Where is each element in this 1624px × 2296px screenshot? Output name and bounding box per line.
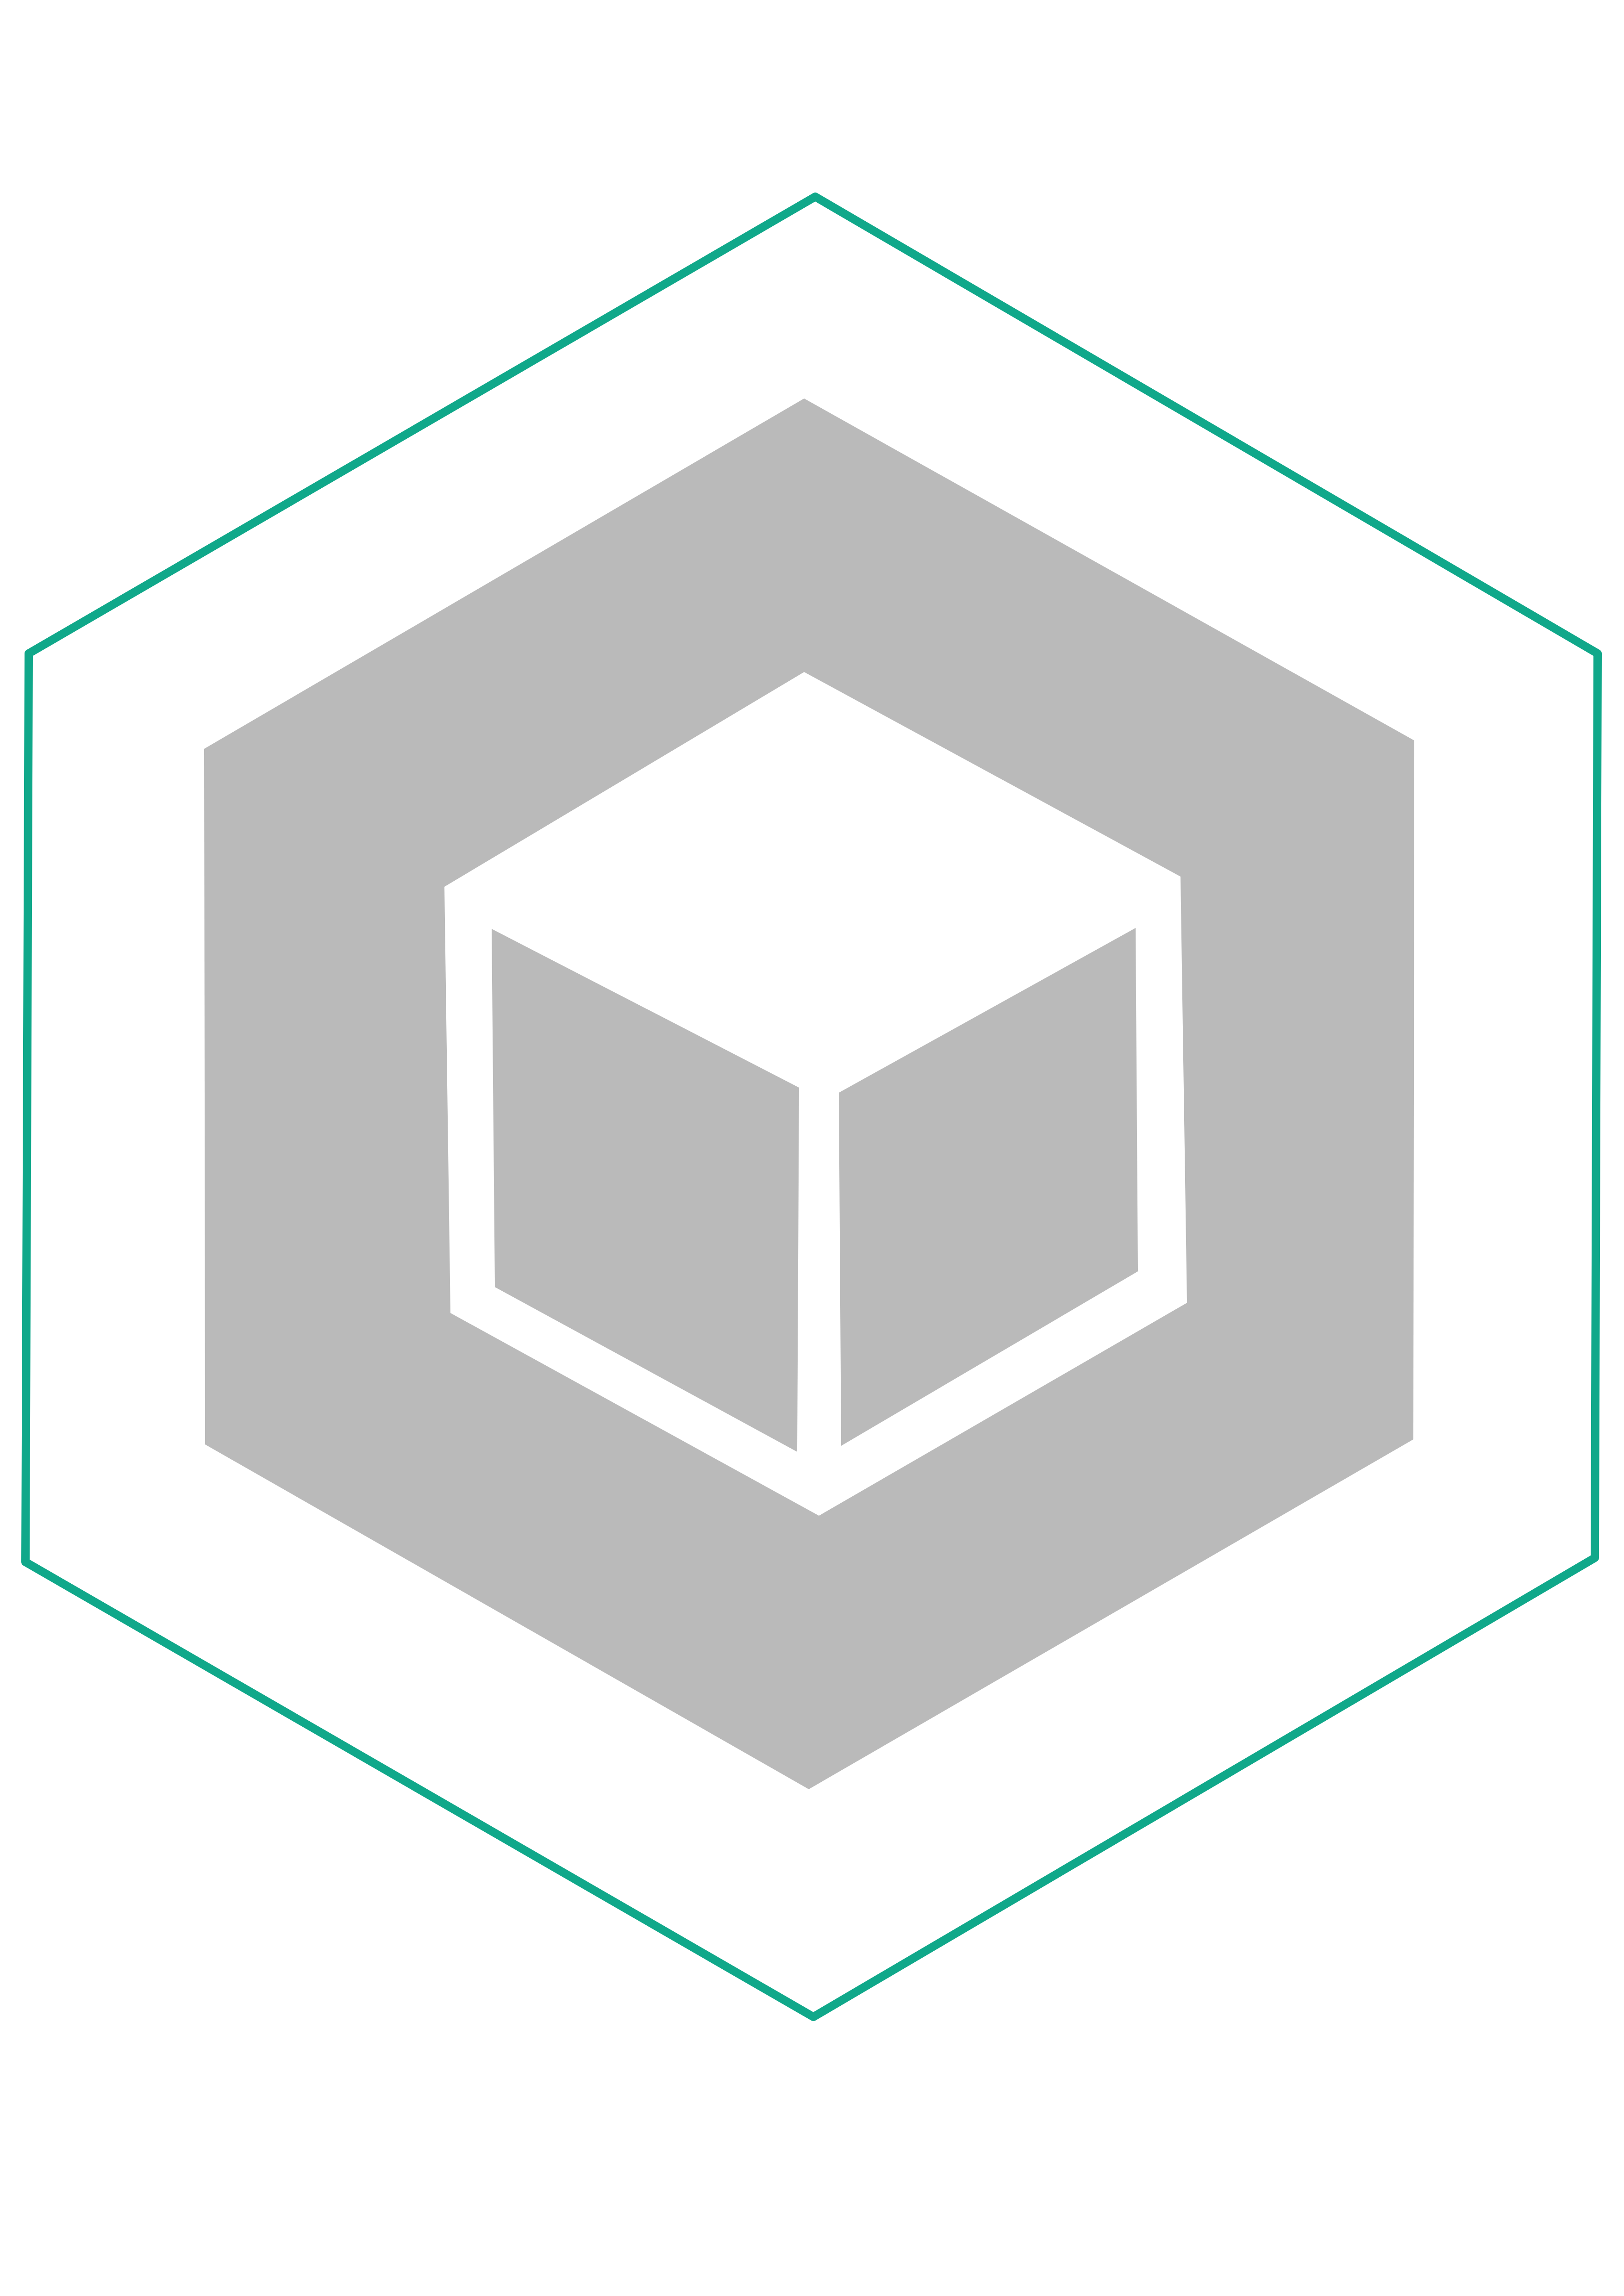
outer-hexagon-outline (21, 193, 1602, 2021)
cube-right-face (839, 928, 1138, 1446)
cube-left-face (492, 929, 799, 1452)
